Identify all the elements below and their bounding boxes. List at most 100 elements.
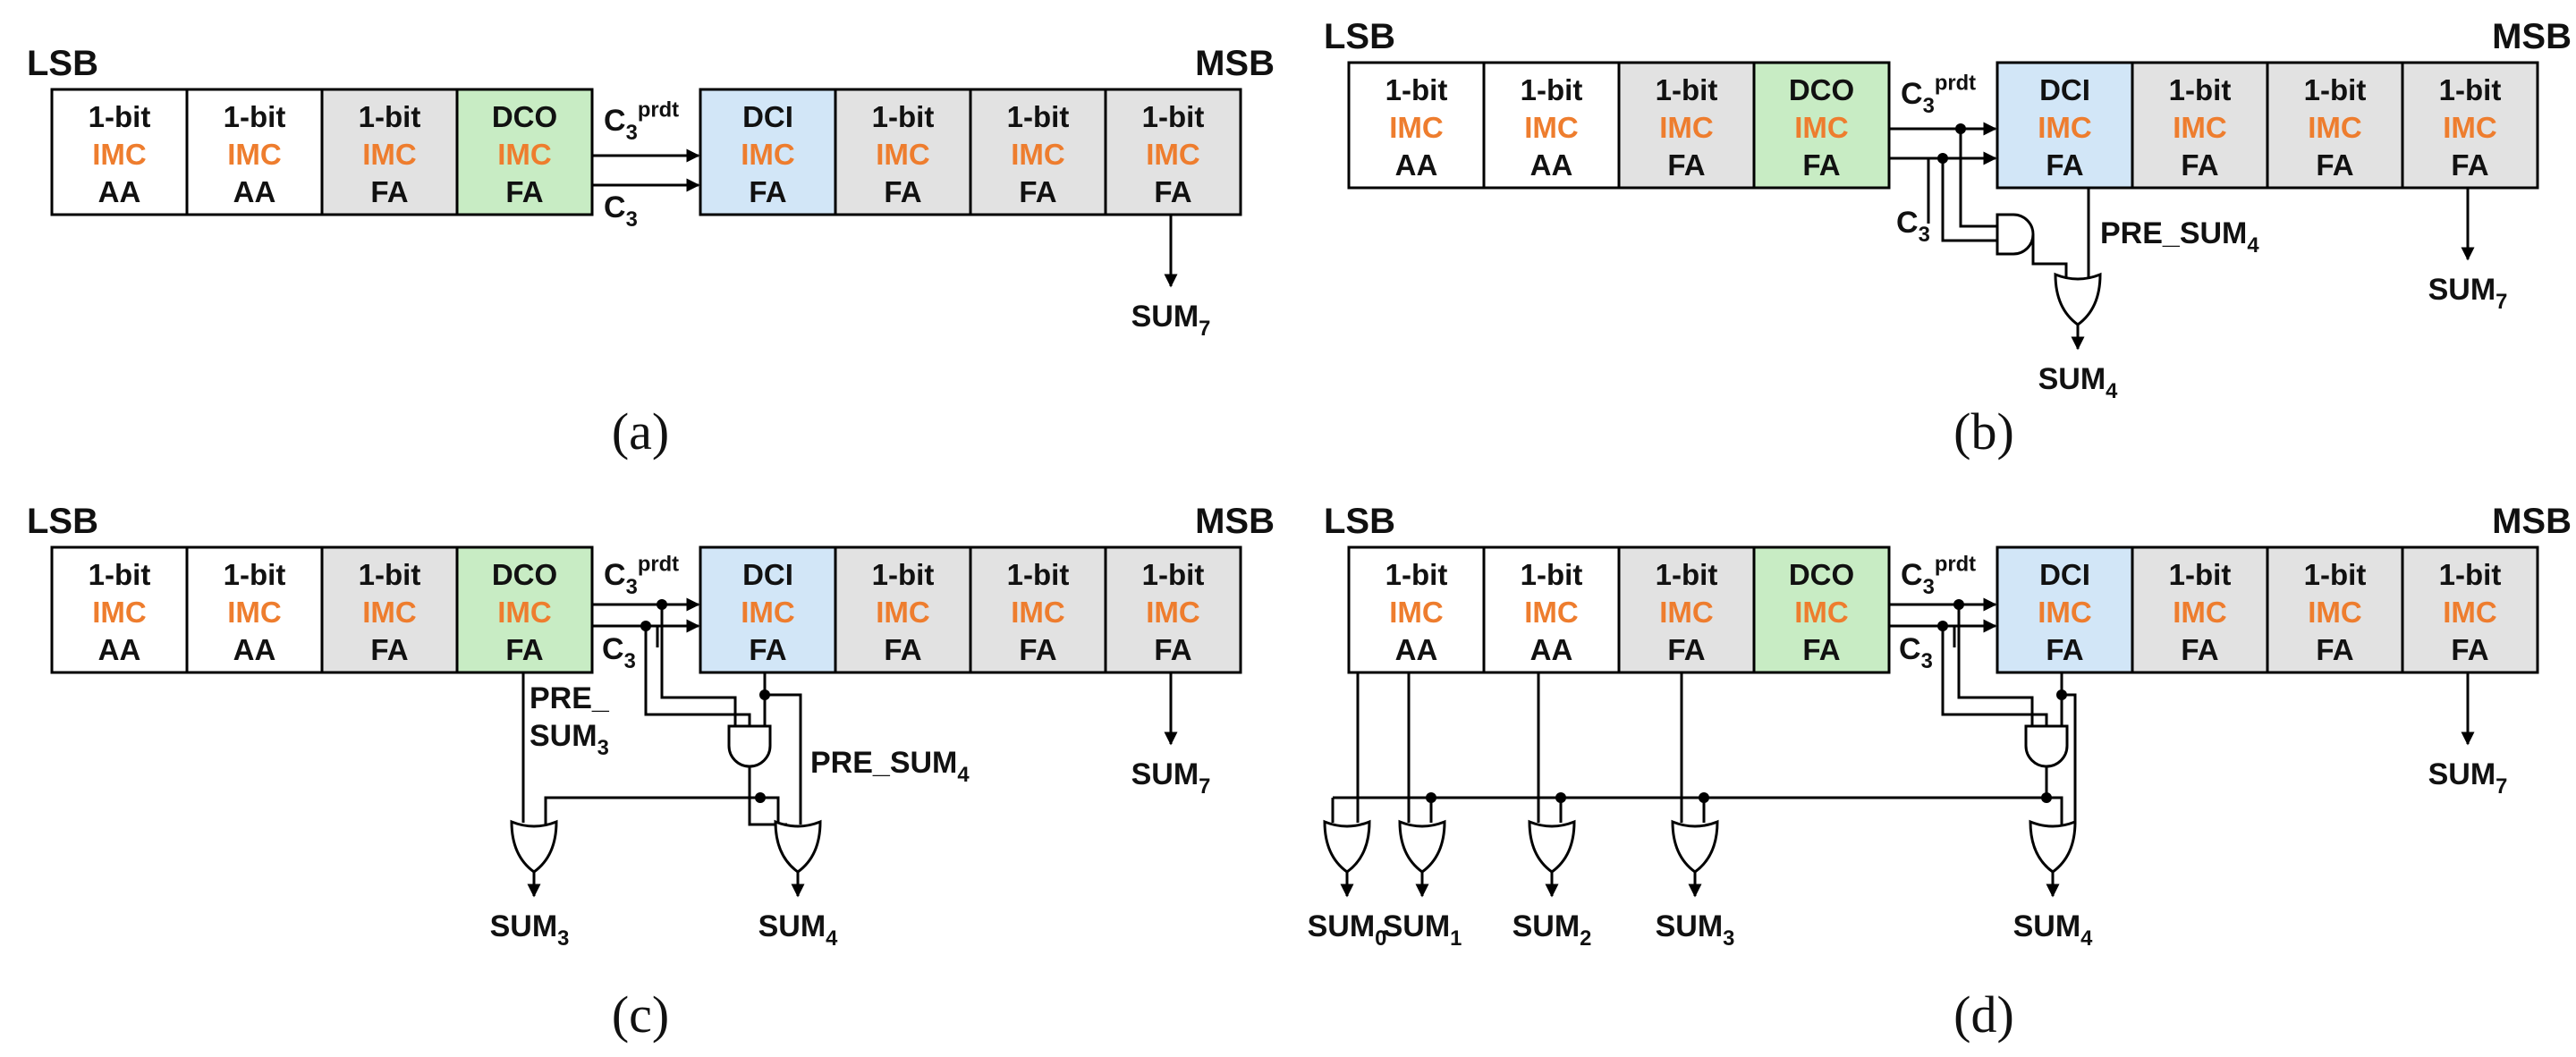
- cell-type-label: 1-bit: [1385, 558, 1448, 591]
- cell-type-label: 1-bit: [1656, 73, 1718, 106]
- cell-type-label: 1-bit: [1142, 558, 1205, 591]
- panel-a: LSB MSB 1-bitIMCAA1-bitIMCAA1-bitIMCFADC…: [27, 44, 1275, 461]
- panel-d: LSB MSB 1-bitIMCAA1-bitIMCAA1-bitIMCFADC…: [1308, 502, 2572, 1044]
- or-gate-body: [1528, 819, 1576, 874]
- lsb-label: LSB: [27, 44, 98, 83]
- cell-7: [2401, 545, 2539, 674]
- sum4-label: SUM4: [2013, 909, 2094, 951]
- cell-3: [455, 545, 594, 674]
- adder-type-label: FA: [1802, 148, 1840, 182]
- cell-5: [834, 88, 972, 216]
- cell-type-label: DCO: [1789, 558, 1854, 591]
- imc-label: IMC: [1389, 596, 1444, 629]
- adder-type-label: AA: [1395, 633, 1438, 666]
- cell-type-label: 1-bit: [1521, 73, 1583, 106]
- imc-label: IMC: [2173, 596, 2227, 629]
- cell-1: [185, 545, 324, 674]
- or-gate-sum0: SUM0: [1308, 819, 1387, 951]
- imc-label: IMC: [741, 596, 795, 629]
- cell-0: [50, 88, 189, 216]
- imc-label: IMC: [1524, 596, 1579, 629]
- cell-type-label: DCI: [742, 558, 793, 591]
- imc-label: IMC: [227, 596, 282, 629]
- adder-type-label: FA: [1154, 175, 1191, 208]
- imc-label: IMC: [362, 138, 417, 171]
- c3-prdt-tap-wire: [1957, 605, 2034, 726]
- pre-sum4-wire: [2062, 693, 2077, 824]
- adder-type-label: FA: [1667, 633, 1705, 666]
- sum0-label: SUM0: [1308, 909, 1387, 951]
- imc-label: IMC: [92, 596, 147, 629]
- or-gate-sum3: [510, 819, 558, 874]
- or-gate-sum4: SUM4: [2013, 819, 2094, 951]
- imc-label: IMC: [1389, 111, 1444, 144]
- caption-a: (a): [612, 402, 669, 461]
- caption-c: (c): [612, 985, 669, 1044]
- adder-type-label: AA: [98, 175, 141, 208]
- imc-label: IMC: [227, 138, 282, 171]
- sum7-label: SUM7: [1131, 300, 1211, 341]
- cell-type-label: 1-bit: [89, 100, 151, 133]
- c3-label: C3: [604, 190, 638, 232]
- adder-type-label: AA: [1530, 148, 1573, 182]
- and-to-or-wire: [748, 766, 787, 826]
- cell-7: [2401, 61, 2539, 190]
- cell-type-label: DCO: [1789, 73, 1854, 106]
- cell-4: [699, 545, 837, 674]
- msb-label: MSB: [2492, 502, 2572, 541]
- adder-type-label: FA: [2451, 148, 2488, 182]
- imc-label: IMC: [2443, 596, 2497, 629]
- c3-tap-wire: [644, 626, 751, 726]
- imc-label: IMC: [876, 138, 930, 171]
- and-gate: [727, 724, 772, 768]
- sum1-label: SUM1: [1383, 909, 1462, 951]
- or-gate-sum2: SUM2: [1513, 819, 1591, 951]
- cell-type-label: 1-bit: [359, 100, 421, 133]
- or-gate: [2054, 272, 2102, 326]
- cell-6: [969, 545, 1107, 674]
- pre-sum3-label-line2: SUM3: [530, 719, 609, 760]
- cell-type-label: 1-bit: [1385, 73, 1448, 106]
- lsb-label: LSB: [1324, 17, 1395, 56]
- cell-3: [455, 88, 594, 216]
- cell-1: [1482, 545, 1621, 674]
- c3-prdt-label: C3prdt: [1901, 553, 1976, 600]
- imc-label: IMC: [497, 138, 552, 171]
- cell-type-label: 1-bit: [224, 558, 286, 591]
- cell-6: [969, 88, 1107, 216]
- adder-type-label: FA: [2316, 148, 2353, 182]
- imc-label: IMC: [1524, 111, 1579, 144]
- lsb-label: LSB: [27, 502, 98, 541]
- adder-type-label: FA: [2046, 633, 2083, 666]
- or-gate-body: [1323, 819, 1371, 874]
- cell-0: [50, 545, 189, 674]
- sum3-label: SUM3: [490, 909, 570, 951]
- pre-sum3-label-line1: PRE_: [530, 681, 610, 715]
- cell-type-label: 1-bit: [1521, 558, 1583, 591]
- imc-label: IMC: [2038, 596, 2092, 629]
- cell-1: [185, 88, 324, 216]
- cell-type-label: 1-bit: [2304, 558, 2367, 591]
- adder-type-label: FA: [2451, 633, 2488, 666]
- cell-type-label: 1-bit: [2169, 73, 2232, 106]
- or-gate-body: [2029, 819, 2077, 874]
- sum7-label: SUM7: [1131, 757, 1211, 799]
- pre-sum4-wire: [765, 693, 802, 824]
- imc-label: IMC: [2173, 111, 2227, 144]
- and-gate: [2024, 724, 2069, 768]
- adder-type-label: FA: [505, 175, 543, 208]
- cell-3: [1752, 61, 1891, 190]
- c3-tap-wire: [1941, 626, 2048, 726]
- adder-type-label: FA: [1019, 633, 1056, 666]
- or-gate-body: [1671, 819, 1719, 874]
- carry-bus-wire: [760, 796, 780, 824]
- adder-type-label: FA: [1802, 633, 1840, 666]
- imc-label: IMC: [1794, 111, 1849, 144]
- cell-type-label: 1-bit: [2169, 558, 2232, 591]
- sum7-label: SUM7: [2428, 273, 2508, 314]
